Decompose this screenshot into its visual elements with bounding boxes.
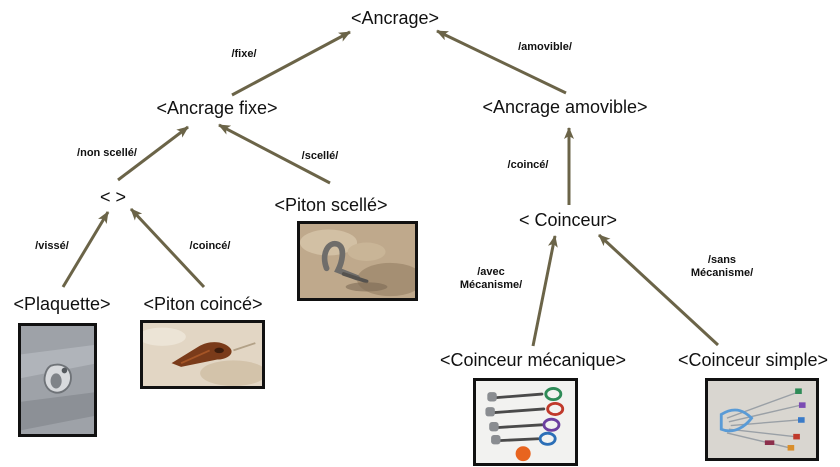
node-ancrage-amovible: <Ancrage amovible> xyxy=(482,97,647,117)
edge-fixe-arrow xyxy=(232,32,350,95)
node-coinceur-simple: <Coinceur simple> xyxy=(678,350,828,370)
node-coinceur-mecanique: <Coinceur mécanique> xyxy=(440,350,626,370)
piton-coince-photo xyxy=(140,320,265,389)
edge-label-sans-line2: Mécanisme/ xyxy=(691,267,753,280)
node-piton-coince: <Piton coincé> xyxy=(143,294,262,314)
edge-label-coince-piton: /coincé/ xyxy=(190,240,231,253)
node-coinceur: < Coinceur> xyxy=(519,210,617,230)
node-piton-scelle: <Piton scellé> xyxy=(274,195,387,215)
edge-label-avec-line2: Mécanisme/ xyxy=(460,279,522,292)
edge-label-fixe: /fixe/ xyxy=(231,48,256,61)
edge-visse-arrow xyxy=(63,212,108,287)
edge-label-visse: /vissé/ xyxy=(35,240,69,253)
edge-label-avec-mecanisme: /avec Mécanisme/ xyxy=(460,266,522,292)
coinceur-mecanique-photo xyxy=(473,378,578,466)
node-ancrage-fixe: <Ancrage fixe> xyxy=(156,98,277,118)
node-plaquette: <Plaquette> xyxy=(13,294,110,314)
edge-label-sans-mecanisme: /sans Mécanisme/ xyxy=(691,254,753,280)
edge-sans-mecanisme-arrow xyxy=(599,235,718,345)
edge-label-avec-line1: /avec xyxy=(460,266,522,279)
coinceur-simple-photo xyxy=(705,378,819,461)
edge-label-scelle: /scellé/ xyxy=(302,150,339,163)
plaquette-photo xyxy=(18,323,97,437)
edge-avec-mecanisme-arrow xyxy=(533,236,555,346)
node-ancrage: <Ancrage> xyxy=(351,8,439,28)
edge-label-amovible: /amovible/ xyxy=(518,41,572,54)
node-intermediaire: < > xyxy=(100,187,126,207)
edge-label-sans-line1: /sans xyxy=(691,254,753,267)
edge-label-coince-amovible: /coincé/ xyxy=(508,159,549,172)
edge-label-non-scelle: /non scellé/ xyxy=(77,147,137,160)
piton-scelle-photo xyxy=(297,221,418,301)
